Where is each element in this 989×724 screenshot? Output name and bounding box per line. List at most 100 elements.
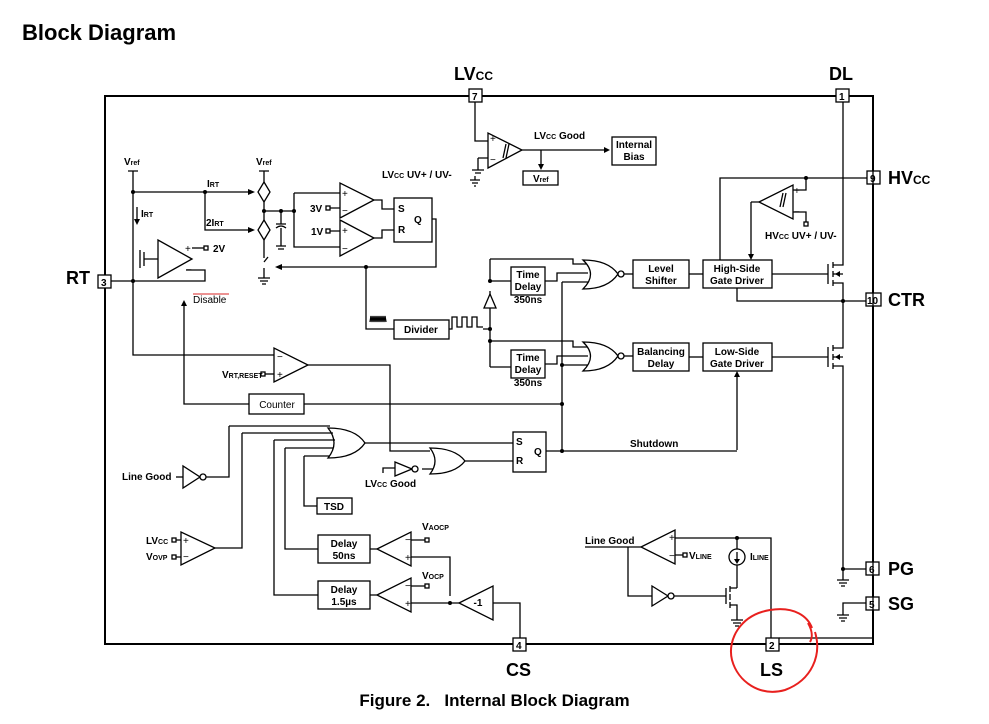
svg-text:−: − — [342, 244, 348, 255]
svg-text:S: S — [516, 437, 523, 448]
aocp-comparator: − + VAOCP — [375, 522, 451, 596]
svg-text:Level: Level — [648, 264, 674, 275]
line-good-inverter: Line Good — [122, 426, 230, 490]
hvcc-uvlo-comparator: + − HVCC UV+ / UV- — [748, 178, 837, 260]
internal-bias-block: Internal Bias — [611, 136, 657, 166]
counter-block: Counter — [183, 350, 564, 415]
svg-text:−: − — [405, 535, 411, 546]
svg-text:−: − — [669, 551, 675, 562]
svg-text:+: + — [183, 536, 189, 547]
vref-block: Vref — [522, 170, 559, 186]
svg-text:VAOCP: VAOCP — [422, 522, 449, 533]
pin-ls: 2 LS — [760, 637, 783, 680]
tsd-block: TSD — [303, 456, 353, 515]
pg-ground — [837, 567, 866, 587]
svg-text:RT: RT — [66, 268, 90, 288]
right-edge-wire — [779, 96, 874, 639]
high-side-gate-driver: High-Side Gate Driver — [702, 176, 867, 302]
svg-text:−: − — [405, 581, 411, 592]
svg-text:Balancing: Balancing — [637, 347, 685, 358]
svg-text:4: 4 — [516, 641, 522, 652]
lvcc-uvlo-comparator: + − LVCC Good LVCC UV+ / UV- — [382, 102, 610, 187]
svg-text:Internal: Internal — [616, 140, 652, 151]
svg-text:Delay: Delay — [331, 585, 358, 596]
pin-rt: RT 3 — [66, 268, 112, 289]
svg-text:+: + — [405, 553, 411, 564]
svg-text:Vref: Vref — [124, 157, 140, 168]
pin-lvcc: LVCC 7 — [454, 64, 493, 103]
svg-text:VOVP: VOVP — [146, 552, 168, 563]
time-delay-1: Time Delay 350ns — [488, 258, 588, 306]
svg-text:350ns: 350ns — [514, 378, 543, 389]
fault-sr-latch: S R Q Shutdown — [512, 431, 737, 473]
svg-text:7: 7 — [472, 92, 478, 103]
svg-text:Bias: Bias — [623, 152, 645, 163]
svg-text:LVCC Good: LVCC Good — [365, 479, 416, 490]
svg-text:LVCC Good: LVCC Good — [534, 131, 585, 142]
high-side-mosfet — [827, 102, 845, 303]
svg-text:1.5µs: 1.5µs — [331, 597, 357, 608]
svg-text:Shifter: Shifter — [645, 276, 677, 287]
svg-text:Divider: Divider — [404, 325, 438, 336]
svg-text:−: − — [277, 352, 283, 363]
section-heading: Block Diagram — [22, 20, 177, 45]
pin-hvcc: 9 HVCC — [866, 168, 931, 188]
svg-text:ILINE: ILINE — [750, 552, 769, 563]
svg-text:Q: Q — [414, 215, 422, 226]
svg-text:VOCP: VOCP — [422, 571, 444, 582]
nor-gate-high — [562, 259, 633, 290]
svg-text:Vref: Vref — [256, 157, 272, 168]
svg-text:Q: Q — [534, 447, 542, 458]
rt-current-mirror: Vref IRT 2IRT IRT + − 2V — [111, 157, 277, 356]
svg-text:TSD: TSD — [324, 502, 344, 513]
svg-text:Counter: Counter — [259, 400, 295, 411]
time-delay-2: Time Delay 350ns — [488, 339, 588, 389]
svg-text:+: + — [342, 189, 348, 200]
svg-text:5: 5 — [869, 600, 875, 611]
svg-text:VRT,RESET: VRT,RESET — [222, 370, 263, 381]
timing-capacitor-network: Vref + − + − 3V 1V S R Q Disable — [181, 157, 437, 350]
svg-text:S: S — [398, 204, 405, 215]
rt-reset-comparator: − + VRT,RESET — [222, 346, 430, 452]
svg-text:−: − — [342, 206, 348, 217]
svg-text:+: + — [277, 370, 283, 381]
svg-text:2V: 2V — [213, 244, 226, 255]
svg-text:IRT: IRT — [141, 209, 154, 220]
svg-text:High-Side: High-Side — [714, 264, 761, 275]
svg-text:Delay: Delay — [515, 365, 542, 376]
svg-text:R: R — [398, 225, 406, 236]
ocp-comparator: − + VOCP — [375, 571, 459, 614]
svg-text:−: − — [490, 155, 496, 166]
svg-text:2IRT: 2IRT — [206, 218, 224, 229]
svg-text:+: + — [185, 244, 191, 255]
lvcc-ovp-comparator: + − LVCC VOVP — [146, 433, 243, 567]
delay-1-5us-block: Delay 1.5µs — [273, 440, 377, 610]
svg-text:+: + — [405, 599, 411, 610]
pin-cs: 4 CS — [506, 637, 531, 680]
line-switch — [651, 584, 743, 627]
line-sense-comparator: Line Good + − VLINE — [585, 528, 772, 638]
svg-text:Time: Time — [516, 353, 540, 364]
figure-caption: Figure 2. Internal Block Diagram — [359, 691, 630, 710]
svg-text:-1: -1 — [474, 598, 483, 609]
svg-text:Delay: Delay — [515, 282, 542, 293]
svg-text:350ns: 350ns — [514, 295, 543, 306]
svg-text:Vref: Vref — [533, 174, 549, 185]
delay-50ns-block: Delay 50ns — [284, 448, 377, 564]
svg-text:+: + — [490, 134, 496, 145]
svg-text:3V: 3V — [310, 204, 323, 215]
svg-text:+: + — [794, 186, 800, 197]
svg-text:PG: PG — [888, 559, 914, 579]
svg-text:Low-Side: Low-Side — [715, 347, 760, 358]
svg-text:LS: LS — [760, 660, 783, 680]
level-shifter-block: Level Shifter — [632, 259, 703, 289]
svg-text:DL: DL — [829, 64, 853, 84]
svg-text:Delay: Delay — [648, 359, 675, 370]
line-current-source: ILINE — [728, 538, 769, 588]
svg-text:Line Good: Line Good — [585, 536, 634, 547]
disable-label: Disable — [193, 295, 227, 306]
svg-text:1: 1 — [839, 92, 845, 103]
svg-text:Shutdown: Shutdown — [630, 439, 678, 450]
svg-text:SG: SG — [888, 594, 914, 614]
